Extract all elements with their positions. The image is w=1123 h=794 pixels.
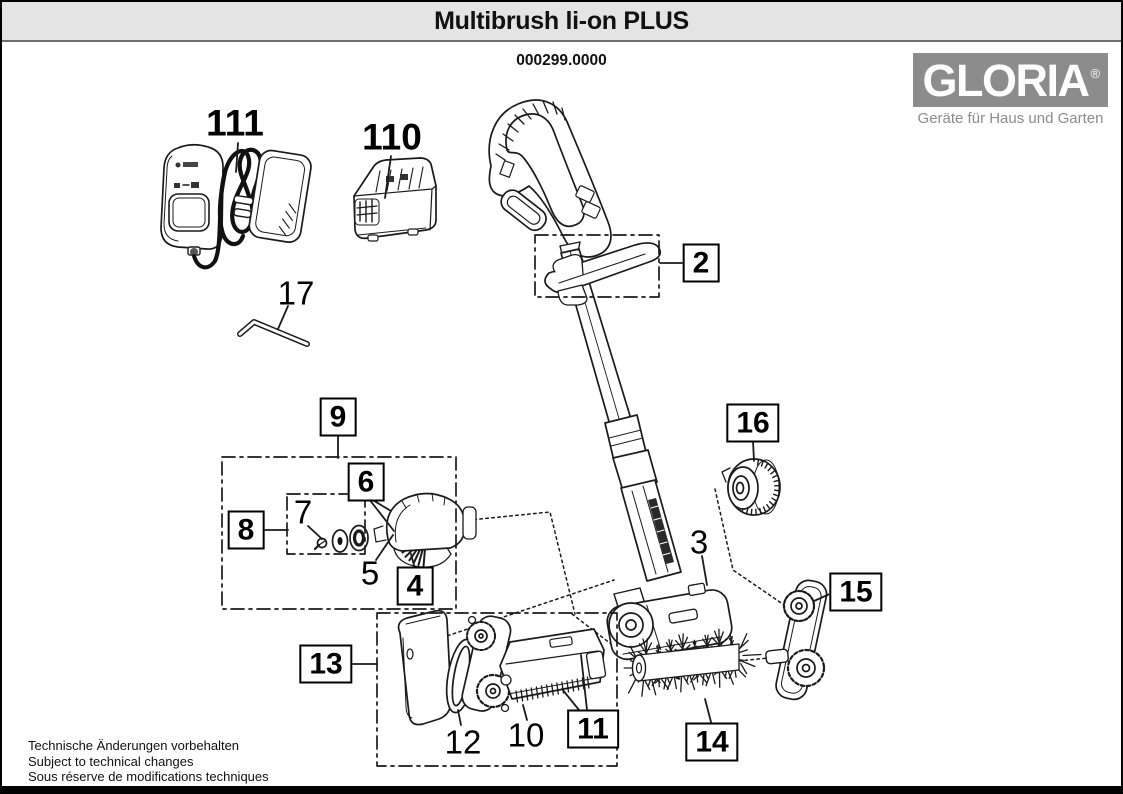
dotted-axis (449, 511, 576, 615)
guard-drawing (544, 242, 662, 306)
gloria-logo: GLORIA® (913, 53, 1108, 107)
charger-drawing (160, 143, 224, 270)
gloria-tagline: Geräte für Haus und Garten (917, 110, 1104, 127)
washer (349, 524, 369, 552)
leader-line (457, 709, 462, 726)
leader-line (704, 698, 712, 723)
leader-line (561, 688, 580, 711)
sub-handle (500, 189, 547, 232)
leader-line (277, 305, 289, 330)
leader-line (235, 142, 239, 173)
plug-drawing (233, 149, 312, 243)
leader-line (384, 155, 392, 199)
footer-line: Technische Änderungen vorbehalten (28, 738, 240, 753)
battery-drawing (353, 157, 437, 242)
rib-comb (515, 676, 590, 703)
leader-line (368, 498, 395, 532)
cover-drawing (397, 609, 452, 726)
leader-line (307, 525, 323, 540)
registered-mark: ® (1090, 65, 1100, 81)
product-code: 000299.0000 (516, 52, 607, 69)
chain-box (286, 493, 366, 555)
leader-line (701, 555, 708, 586)
head-drawing (606, 582, 733, 661)
gloria-logo-text: GLORIA® (922, 54, 1100, 106)
chain-box (534, 234, 660, 298)
footer-line: Sous réserve de modifications techniques (28, 769, 269, 784)
leader-line (580, 654, 588, 711)
dotted-axis (738, 655, 789, 662)
brush-roller-drawing (623, 628, 762, 697)
hex-key-drawing (237, 319, 310, 347)
footer-line: Subject to technical changes (28, 753, 194, 769)
leader-line (813, 592, 833, 602)
brush-housing-drawing (499, 628, 607, 703)
leader-line (522, 704, 528, 721)
leader-line (752, 440, 755, 462)
dotted-axis (714, 488, 791, 610)
leader-line (375, 534, 394, 561)
group-chain-boxes (221, 234, 660, 767)
chain-box (376, 612, 618, 767)
leader-lines (235, 142, 833, 726)
footer-bar (2, 786, 1121, 792)
page-title: Multibrush li-on PLUS (434, 6, 689, 35)
header-bar: Multibrush li-on PLUS (2, 2, 1121, 42)
knob-drawing (721, 458, 781, 516)
chain-box (221, 456, 457, 610)
bracket-drawing (765, 579, 828, 701)
grip-ridges (495, 100, 566, 161)
handle-drawing (488, 99, 612, 258)
gear-bracket-drawing (461, 615, 512, 713)
gear-housing-drawing (313, 492, 477, 568)
